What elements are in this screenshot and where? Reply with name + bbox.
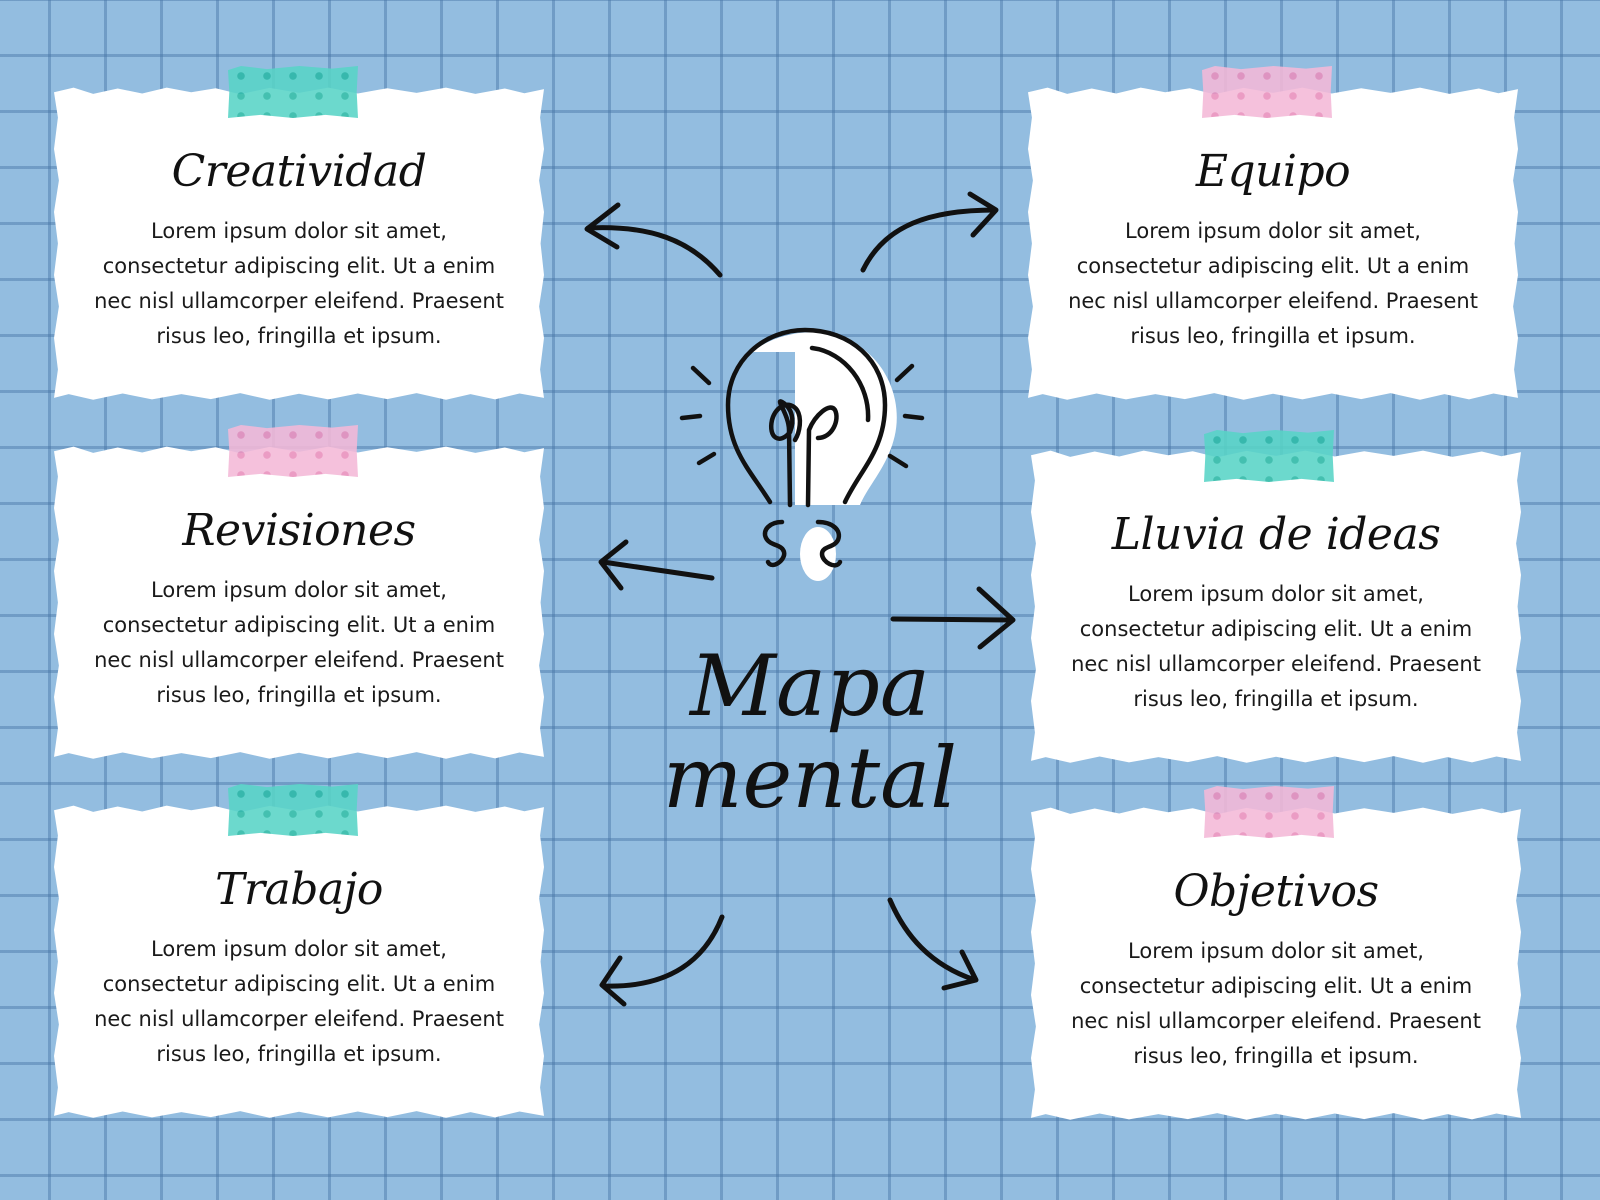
card-text: Lorem ipsum dolor sit amet, consectetur … [94, 937, 504, 1066]
card-lluvia-de-ideas: Lluvia de ideas Lorem ipsum dolor sit am… [1031, 450, 1521, 763]
map-title-line-1: Mapa [690, 637, 930, 735]
washi-tape [1202, 66, 1332, 118]
card-title: Creatividad [171, 146, 427, 197]
card-equipo: Equipo Lorem ipsum dolor sit amet, conse… [1028, 87, 1518, 400]
arrow-equipo-icon [860, 191, 999, 273]
lightbulb-icon [679, 327, 925, 581]
card-revisiones: Revisiones Lorem ipsum dolor sit amet, c… [54, 446, 544, 759]
washi-tape [228, 784, 358, 836]
card-text: Lorem ipsum dolor sit amet, consectetur … [94, 578, 504, 707]
arrow-lluvia-icon [890, 586, 1016, 650]
arrow-trabajo-icon [599, 914, 725, 1007]
card-objetivos: Objetivos Lorem ipsum dolor sit amet, co… [1031, 807, 1521, 1120]
arrow-creatividad-icon [584, 202, 723, 278]
washi-tape [1204, 430, 1334, 482]
card-title: Equipo [1195, 146, 1351, 197]
card-text: Lorem ipsum dolor sit amet, consectetur … [1071, 582, 1481, 711]
card-trabajo: Trabajo Lorem ipsum dolor sit amet, cons… [54, 805, 544, 1118]
card-title: Lluvia de ideas [1111, 509, 1441, 560]
map-title: Mapa mental [640, 640, 980, 824]
card-text: Lorem ipsum dolor sit amet, consectetur … [1071, 939, 1481, 1068]
card-text: Lorem ipsum dolor sit amet, consectetur … [1068, 219, 1478, 348]
map-title-line-2: mental [662, 729, 958, 827]
washi-tape [228, 425, 358, 477]
card-creatividad: Creatividad Lorem ipsum dolor sit amet, … [54, 87, 544, 400]
card-text: Lorem ipsum dolor sit amet, consectetur … [94, 219, 504, 348]
washi-tape [228, 66, 358, 118]
card-title: Objetivos [1173, 866, 1379, 917]
card-title: Trabajo [215, 864, 383, 915]
arrow-objetivos-icon [887, 897, 979, 991]
arrow-revisiones-icon [598, 539, 715, 591]
card-title: Revisiones [182, 505, 416, 556]
washi-tape [1204, 786, 1334, 838]
